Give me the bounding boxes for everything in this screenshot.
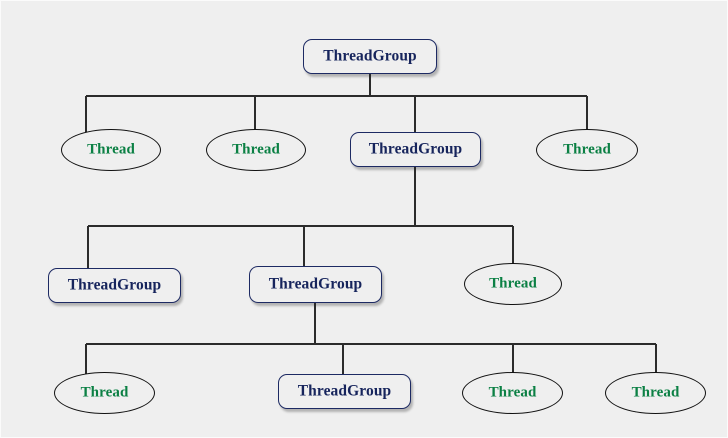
node-label: ThreadGroup [268, 275, 363, 293]
node-threadgroup-level3-middle[interactable]: ThreadGroup [249, 266, 382, 303]
node-label: Thread [232, 141, 280, 157]
node-label: Thread [488, 384, 537, 400]
node-label: Thread [563, 141, 611, 157]
node-thread-2[interactable]: Thread [206, 129, 306, 171]
node-thread-5[interactable]: Thread [54, 372, 155, 414]
node-label: ThreadGroup [368, 140, 463, 158]
node-label: ThreadGroup [297, 382, 392, 400]
node-thread-4[interactable]: Thread [464, 263, 562, 305]
node-thread-6[interactable]: Thread [462, 372, 563, 414]
node-threadgroup-level3-left[interactable]: ThreadGroup [48, 268, 181, 303]
node-label: Thread [80, 384, 129, 400]
node-threadgroup-level2[interactable]: ThreadGroup [350, 132, 481, 167]
node-label: Thread [489, 275, 537, 291]
node-label: ThreadGroup [67, 276, 162, 294]
node-threadgroup-level4[interactable]: ThreadGroup [278, 374, 411, 409]
node-label: ThreadGroup [323, 47, 417, 65]
node-thread-7[interactable]: Thread [605, 372, 706, 414]
node-thread-3[interactable]: Thread [536, 129, 638, 171]
node-threadgroup-root[interactable]: ThreadGroup [303, 39, 437, 74]
node-label: Thread [631, 384, 680, 400]
node-thread-1[interactable]: Thread [61, 129, 161, 171]
node-label: Thread [87, 141, 135, 157]
